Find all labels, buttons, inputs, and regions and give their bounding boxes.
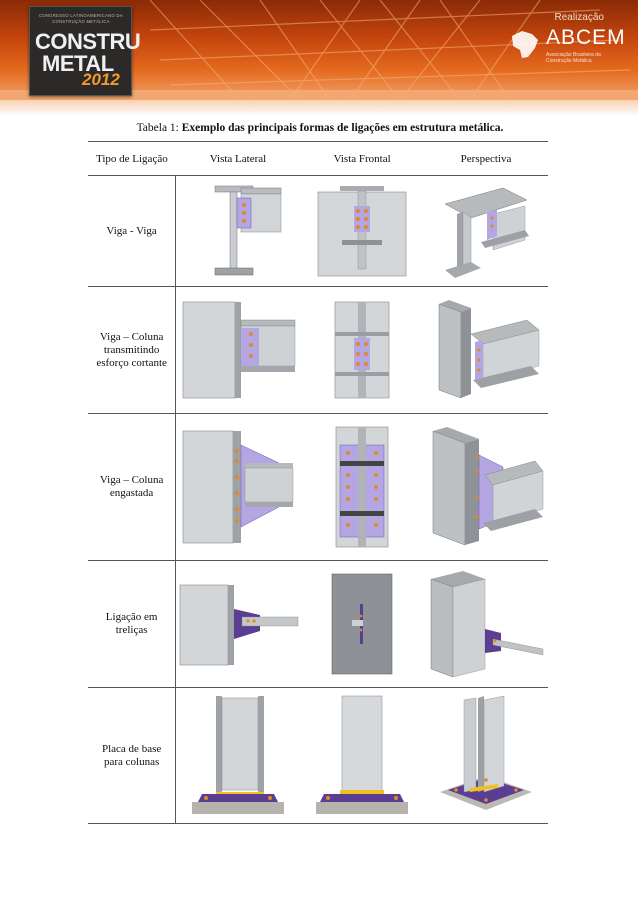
org-subtitle: Associação Brasileira da Construção Metá… [546, 52, 601, 64]
header-frontal: Vista Frontal [300, 141, 425, 176]
perspective-cell [424, 560, 548, 688]
caption-prefix: Tabela 1: [136, 122, 182, 134]
table-row: Placa de base para colunas [88, 687, 548, 824]
type-line: Placa de base [101, 742, 162, 755]
type-cell: Viga – Coluna engastada [88, 413, 177, 561]
table-row: Viga – Coluna engastada [88, 413, 548, 561]
beam-column-shear-frontal-image [334, 301, 390, 399]
header-tipo: Tipo de Ligação [88, 141, 176, 176]
type-cell: Viga - Viga [88, 175, 177, 287]
lateral-cell [175, 175, 301, 287]
beam-beam-frontal-image [317, 185, 407, 276]
header-perspectiva: Perspectiva [424, 141, 548, 176]
type-line: treliças [115, 624, 148, 636]
type-line: para colunas [103, 755, 160, 768]
truss-perspective-image [430, 571, 544, 678]
table-header-row: Tipo de Ligação Vista Lateral Vista Fron… [88, 141, 548, 176]
logo-line1: CONSTRU [35, 29, 141, 54]
frontal-cell [300, 413, 425, 561]
truss-frontal-image [331, 573, 393, 675]
table-row: Viga - Viga [88, 175, 548, 287]
type-cell: Placa de base para colunas [88, 687, 177, 824]
truss-lateral-image [179, 584, 299, 666]
table-row: Viga – Coluna transmitindo esforço corta… [88, 286, 548, 414]
connections-table: Tipo de Ligação Vista Lateral Vista Fron… [88, 141, 548, 824]
caption-title: Exemplo das principais formas de ligaçõe… [181, 122, 504, 134]
beam-beam-perspective-image [444, 187, 530, 278]
type-cell: Viga – Coluna transmitindo esforço corta… [88, 286, 177, 414]
decorative-steel-grid [149, 0, 631, 100]
type-line: Viga – Coluna [99, 474, 164, 486]
type-line: transmitindo [103, 343, 160, 356]
beam-column-moment-frontal-image [335, 426, 389, 548]
brazil-map-icon [512, 31, 538, 58]
base-plate-perspective-image [440, 695, 533, 810]
lateral-cell [175, 687, 301, 824]
construmetal-logo: CONGRESSO LATINOAMERICANO DA CONSTRUÇÃO … [29, 6, 141, 96]
beam-column-shear-lateral-image [182, 301, 296, 399]
type-line: Viga - Viga [106, 224, 157, 237]
logo-line2: METAL [42, 51, 114, 76]
frontal-cell [300, 286, 425, 414]
base-plate-frontal-image [316, 695, 409, 814]
type-line: esforço cortante [96, 356, 167, 369]
frontal-cell [300, 687, 425, 824]
table-caption: Tabela 1: Exemplo das principais formas … [90, 122, 550, 134]
header-lateral: Vista Lateral [175, 141, 301, 176]
logo-subtitle: CONGRESSO LATINOAMERICANO DA CONSTRUÇÃO … [39, 13, 123, 24]
lateral-cell [175, 286, 301, 414]
table-row: Ligação em treliças [88, 560, 548, 688]
lateral-cell [175, 560, 301, 688]
frontal-cell [300, 560, 425, 688]
beam-beam-lateral-image [214, 185, 282, 275]
perspective-cell [424, 413, 548, 561]
org-logo-text: ABCEM [546, 26, 626, 49]
lateral-cell [175, 413, 301, 561]
type-line: Ligação em [105, 611, 158, 623]
type-cell: Ligação em treliças [88, 560, 177, 688]
perspective-cell [424, 286, 548, 414]
base-plate-lateral-image [192, 695, 285, 814]
beam-column-moment-lateral-image [182, 430, 294, 544]
type-line: Viga – Coluna [99, 330, 164, 343]
realizacao-label: Realização [554, 12, 604, 23]
perspective-cell [424, 175, 548, 287]
beam-column-moment-perspective-image [432, 427, 544, 546]
perspective-cell [424, 687, 548, 824]
type-line: engastada [109, 487, 154, 499]
logo-year: 2012 [82, 70, 120, 89]
frontal-cell [300, 175, 425, 287]
beam-column-shear-perspective-image [438, 299, 540, 398]
